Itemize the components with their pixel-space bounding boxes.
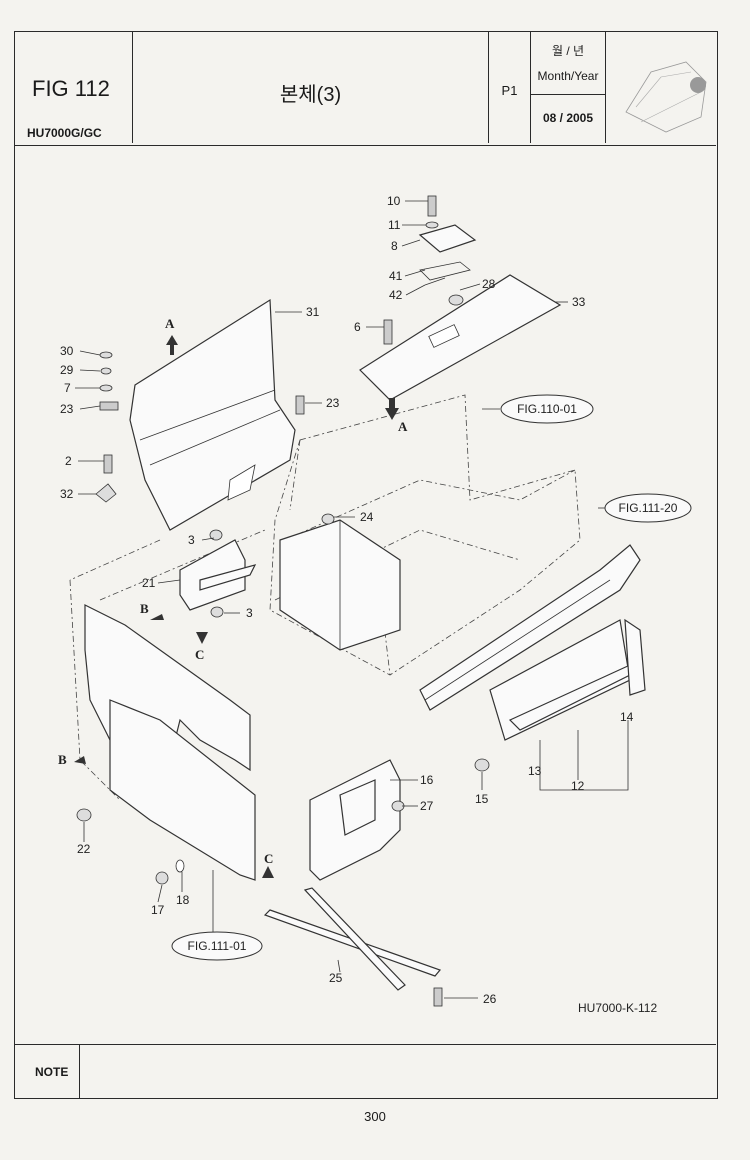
callout-15: 15 — [475, 792, 489, 806]
callout-24: 24 — [360, 510, 374, 524]
callout-41: 41 — [389, 269, 403, 283]
page-code: P1 — [501, 83, 518, 98]
callout-3-top: 3 — [188, 533, 195, 547]
view-letter-b-mid: B — [140, 601, 149, 616]
center-tub — [279, 519, 401, 651]
callout-16: 16 — [420, 773, 434, 787]
callout-10: 10 — [387, 194, 401, 208]
view-letter-c-bottom: C — [264, 851, 273, 866]
title-cell: 본체(3) — [133, 32, 489, 143]
callout-33: 33 — [572, 295, 586, 309]
part-31-panel — [129, 298, 296, 531]
part-33-plate — [359, 274, 562, 401]
callout-12: 12 — [571, 779, 585, 793]
callout-32: 32 — [60, 487, 74, 501]
callout-2: 2 — [65, 454, 72, 468]
callout-29: 29 — [60, 363, 74, 377]
date-divider — [531, 94, 605, 95]
callout-21: 21 — [142, 576, 156, 590]
right-rail — [419, 544, 641, 711]
callout-26: 26 — [483, 992, 497, 1006]
month-year-kr: 월 / 년 — [551, 44, 585, 58]
main-frame-outline — [69, 394, 581, 801]
thumbnail-cell — [606, 32, 716, 143]
drawing-code: HU7000-K-112 — [578, 1001, 657, 1015]
view-letter-a-mid: A — [398, 419, 408, 434]
callout-23-left: 23 — [60, 402, 74, 416]
callout-31: 31 — [306, 305, 320, 319]
part-25-braces — [263, 887, 442, 991]
page-frame: FIG 112 HU7000G/GC 본체(3) P1 월 / 년 Month/… — [14, 31, 718, 1099]
view-letter-b-left: B — [58, 752, 67, 767]
parts-12-13-14 — [489, 618, 646, 741]
page-number: 300 — [364, 1109, 386, 1124]
view-arrows — [74, 335, 399, 878]
note-row: NOTE — [15, 1044, 716, 1099]
callout-22: 22 — [77, 842, 91, 856]
part-21-bracket — [179, 539, 257, 611]
callout-18: 18 — [176, 893, 190, 907]
callout-labels: 10 11 8 41 42 28 33 6 31 30 29 7 23 23 2… — [60, 194, 634, 1006]
view-letter-c-mid: C — [195, 647, 204, 662]
figure-number: FIG 112 — [32, 76, 110, 101]
header: FIG 112 HU7000G/GC 본체(3) P1 월 / 년 Month/… — [15, 32, 716, 146]
note-divider — [79, 1045, 80, 1099]
date-cell: 월 / 년 Month/Year 08 / 2005 — [531, 32, 606, 143]
ref-fig-110-01: FIG.110-01 — [517, 402, 577, 416]
left-side-frame — [84, 604, 256, 881]
callout-17: 17 — [151, 903, 165, 917]
callout-25: 25 — [329, 971, 343, 985]
callout-7: 7 — [64, 381, 71, 395]
callout-11: 11 — [388, 218, 401, 232]
callout-23-right: 23 — [326, 396, 340, 410]
ref-fig-111-01: FIG.111-01 — [188, 939, 247, 953]
fasteners — [76, 195, 490, 1007]
callout-30: 30 — [60, 344, 74, 358]
gasket-parts — [418, 224, 477, 286]
callout-27: 27 — [420, 799, 434, 813]
page-code-cell: P1 — [489, 32, 531, 143]
figure-cell: FIG 112 HU7000G/GC — [15, 32, 133, 143]
model-number: HU7000G/GC — [27, 126, 102, 140]
callout-8: 8 — [391, 239, 398, 253]
note-label: NOTE — [35, 1065, 69, 1079]
callout-14: 14 — [620, 710, 634, 724]
callout-28: 28 — [482, 277, 496, 291]
callout-leaders — [75, 200, 629, 999]
month-year-en: Month/Year — [537, 69, 599, 83]
ref-fig-111-20: FIG.111-20 — [619, 501, 678, 515]
callout-42: 42 — [389, 288, 403, 302]
machine-thumbnail-icon — [625, 61, 707, 133]
date-value: 08 / 2005 — [542, 111, 594, 125]
view-letters: A A B B C C — [58, 316, 408, 866]
page-title: 본체(3) — [279, 84, 342, 106]
part-16-bracket — [309, 759, 401, 881]
view-letter-a-top: A — [165, 316, 175, 331]
callout-13: 13 — [528, 764, 542, 778]
callout-6: 6 — [354, 320, 361, 334]
figure-references: FIG.110-01 FIG.111-20 FIG.111-01 — [171, 394, 692, 961]
callout-3-bottom: 3 — [246, 606, 253, 620]
